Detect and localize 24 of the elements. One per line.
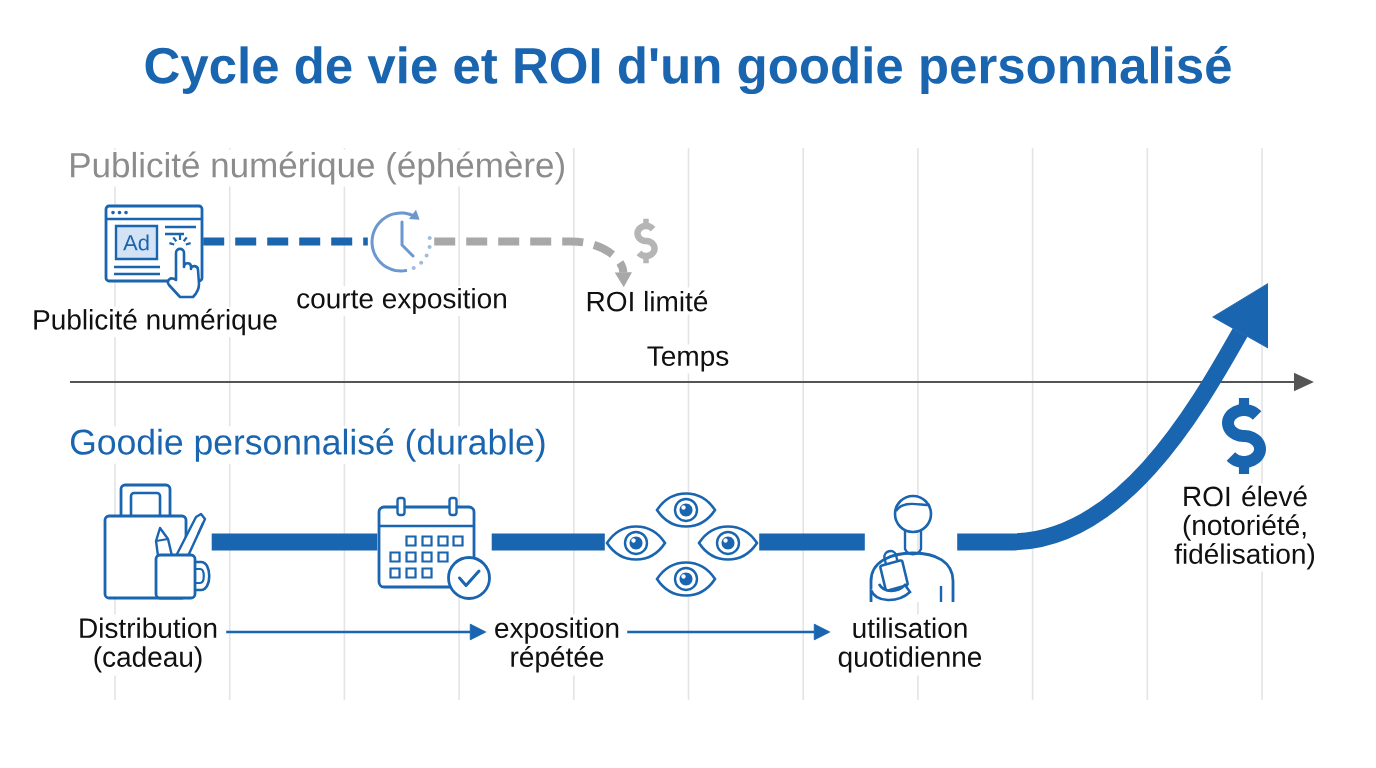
arrow: [226, 623, 487, 641]
step-label: exposition répétée: [487, 614, 627, 676]
band: [491, 533, 605, 551]
person-icon: [869, 494, 955, 604]
icon-label: courte exposition: [294, 285, 510, 317]
icon-label: Publicité numérique: [30, 306, 280, 338]
result-label: ROI élevé (notoriété, fidélisation): [1168, 483, 1322, 572]
title: Cycle de vie et ROI d'un goodie personnalisé: [145, 45, 1231, 95]
arrow: [627, 623, 831, 641]
eyes-icon: [605, 492, 759, 597]
browser-ad-icon: [104, 204, 204, 299]
clock-icon: [370, 209, 432, 273]
step-label: ROI limité: [582, 287, 712, 315]
step-label: Distribution (cadeau): [70, 614, 226, 676]
section-heading: Goodie personnalisé (durable): [67, 426, 549, 464]
band-arrow: [957, 283, 1268, 551]
icon-text: Ad: [123, 234, 149, 251]
bag-mug-icon: [103, 483, 211, 600]
band: [211, 533, 378, 551]
band: [759, 533, 865, 551]
section-heading: Publicité numérique (éphémère): [66, 149, 569, 187]
calendar-icon: [377, 496, 491, 600]
step-label: utilisation quotidienne: [831, 614, 989, 676]
axis-label: Temps: [644, 344, 732, 374]
